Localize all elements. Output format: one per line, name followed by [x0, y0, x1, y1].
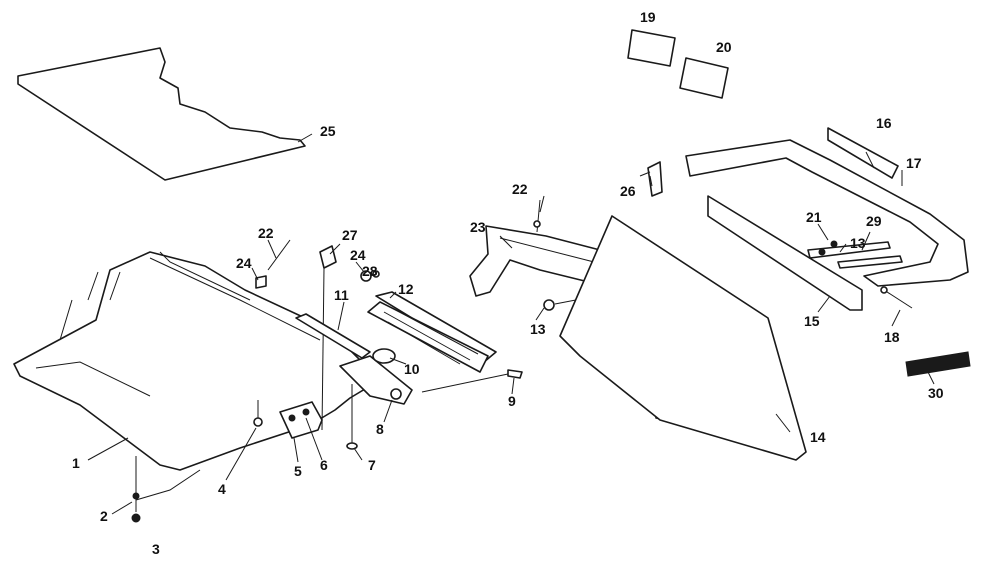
part-20-decal	[679, 57, 729, 99]
callout-14: 14	[810, 429, 826, 445]
part-10-knob	[372, 348, 396, 364]
part-4-grommet	[253, 400, 263, 427]
part-19-decal	[627, 29, 676, 67]
part-2-3-cable-nut	[131, 456, 201, 523]
callout-29: 29	[866, 213, 882, 229]
callout-17: 17	[906, 155, 922, 171]
part-16-trim-strip	[827, 127, 899, 179]
part-15-lower-rail	[707, 195, 863, 311]
callout-26: 26	[620, 183, 636, 199]
part-11-strip	[295, 313, 371, 359]
callout-10: 10	[404, 361, 420, 377]
callout-9: 9	[508, 393, 516, 409]
callout-24-right: 24	[350, 247, 366, 263]
part-18-pin	[880, 286, 913, 309]
part-17-frame	[685, 139, 969, 287]
callout-21: 21	[806, 209, 822, 225]
part-13-nut-right	[818, 248, 826, 256]
part-25-floor-mat	[17, 47, 306, 181]
callout-13-left: 13	[530, 321, 546, 337]
callout-1: 1	[72, 455, 80, 471]
callout-2: 2	[100, 508, 108, 524]
callout-11: 11	[334, 287, 349, 303]
callout-7: 7	[368, 457, 376, 473]
callout-6: 6	[320, 457, 328, 473]
part-12-grille	[367, 291, 497, 373]
callout-4: 4	[218, 481, 226, 497]
callout-19: 19	[640, 9, 656, 25]
callout-30: 30	[928, 385, 944, 401]
part-26-bracket	[639, 161, 663, 197]
callout-3: 3	[152, 541, 160, 557]
callout-28: 28	[362, 263, 378, 279]
callout-15: 15	[804, 313, 820, 329]
callout-24-left: 24	[236, 255, 252, 271]
part-14-panel	[559, 215, 807, 461]
part-7-bolt	[346, 384, 358, 450]
callout-23: 23	[470, 219, 486, 235]
part-22-24-fastener-left	[255, 239, 291, 289]
callout-5: 5	[294, 463, 302, 479]
part-8-frame	[339, 355, 413, 405]
callout-labels: 1 2 3 4 5 6 7 8 9 10 11 12 13 13 14 15 1…	[72, 9, 944, 557]
callout-22-center: 22	[512, 181, 528, 197]
callout-16: 16	[876, 115, 892, 131]
part-6-screws	[288, 408, 310, 422]
part-5-bracket	[279, 401, 323, 439]
part-30-weatherstrip	[905, 351, 971, 377]
part-22-stud-center	[533, 199, 541, 233]
callout-8: 8	[376, 421, 384, 437]
callout-25: 25	[320, 123, 336, 139]
part-21-screw	[830, 240, 838, 248]
callout-20: 20	[716, 39, 732, 55]
callout-18: 18	[884, 329, 900, 345]
leader-lines	[87, 133, 935, 515]
part-1-hood	[13, 251, 381, 471]
callout-22-left: 22	[258, 225, 274, 241]
part-29-strap	[807, 241, 903, 269]
callout-13-right: 13	[850, 235, 866, 251]
callout-12: 12	[398, 281, 414, 297]
callout-27: 27	[342, 227, 358, 243]
part-9-bolt	[421, 369, 523, 393]
